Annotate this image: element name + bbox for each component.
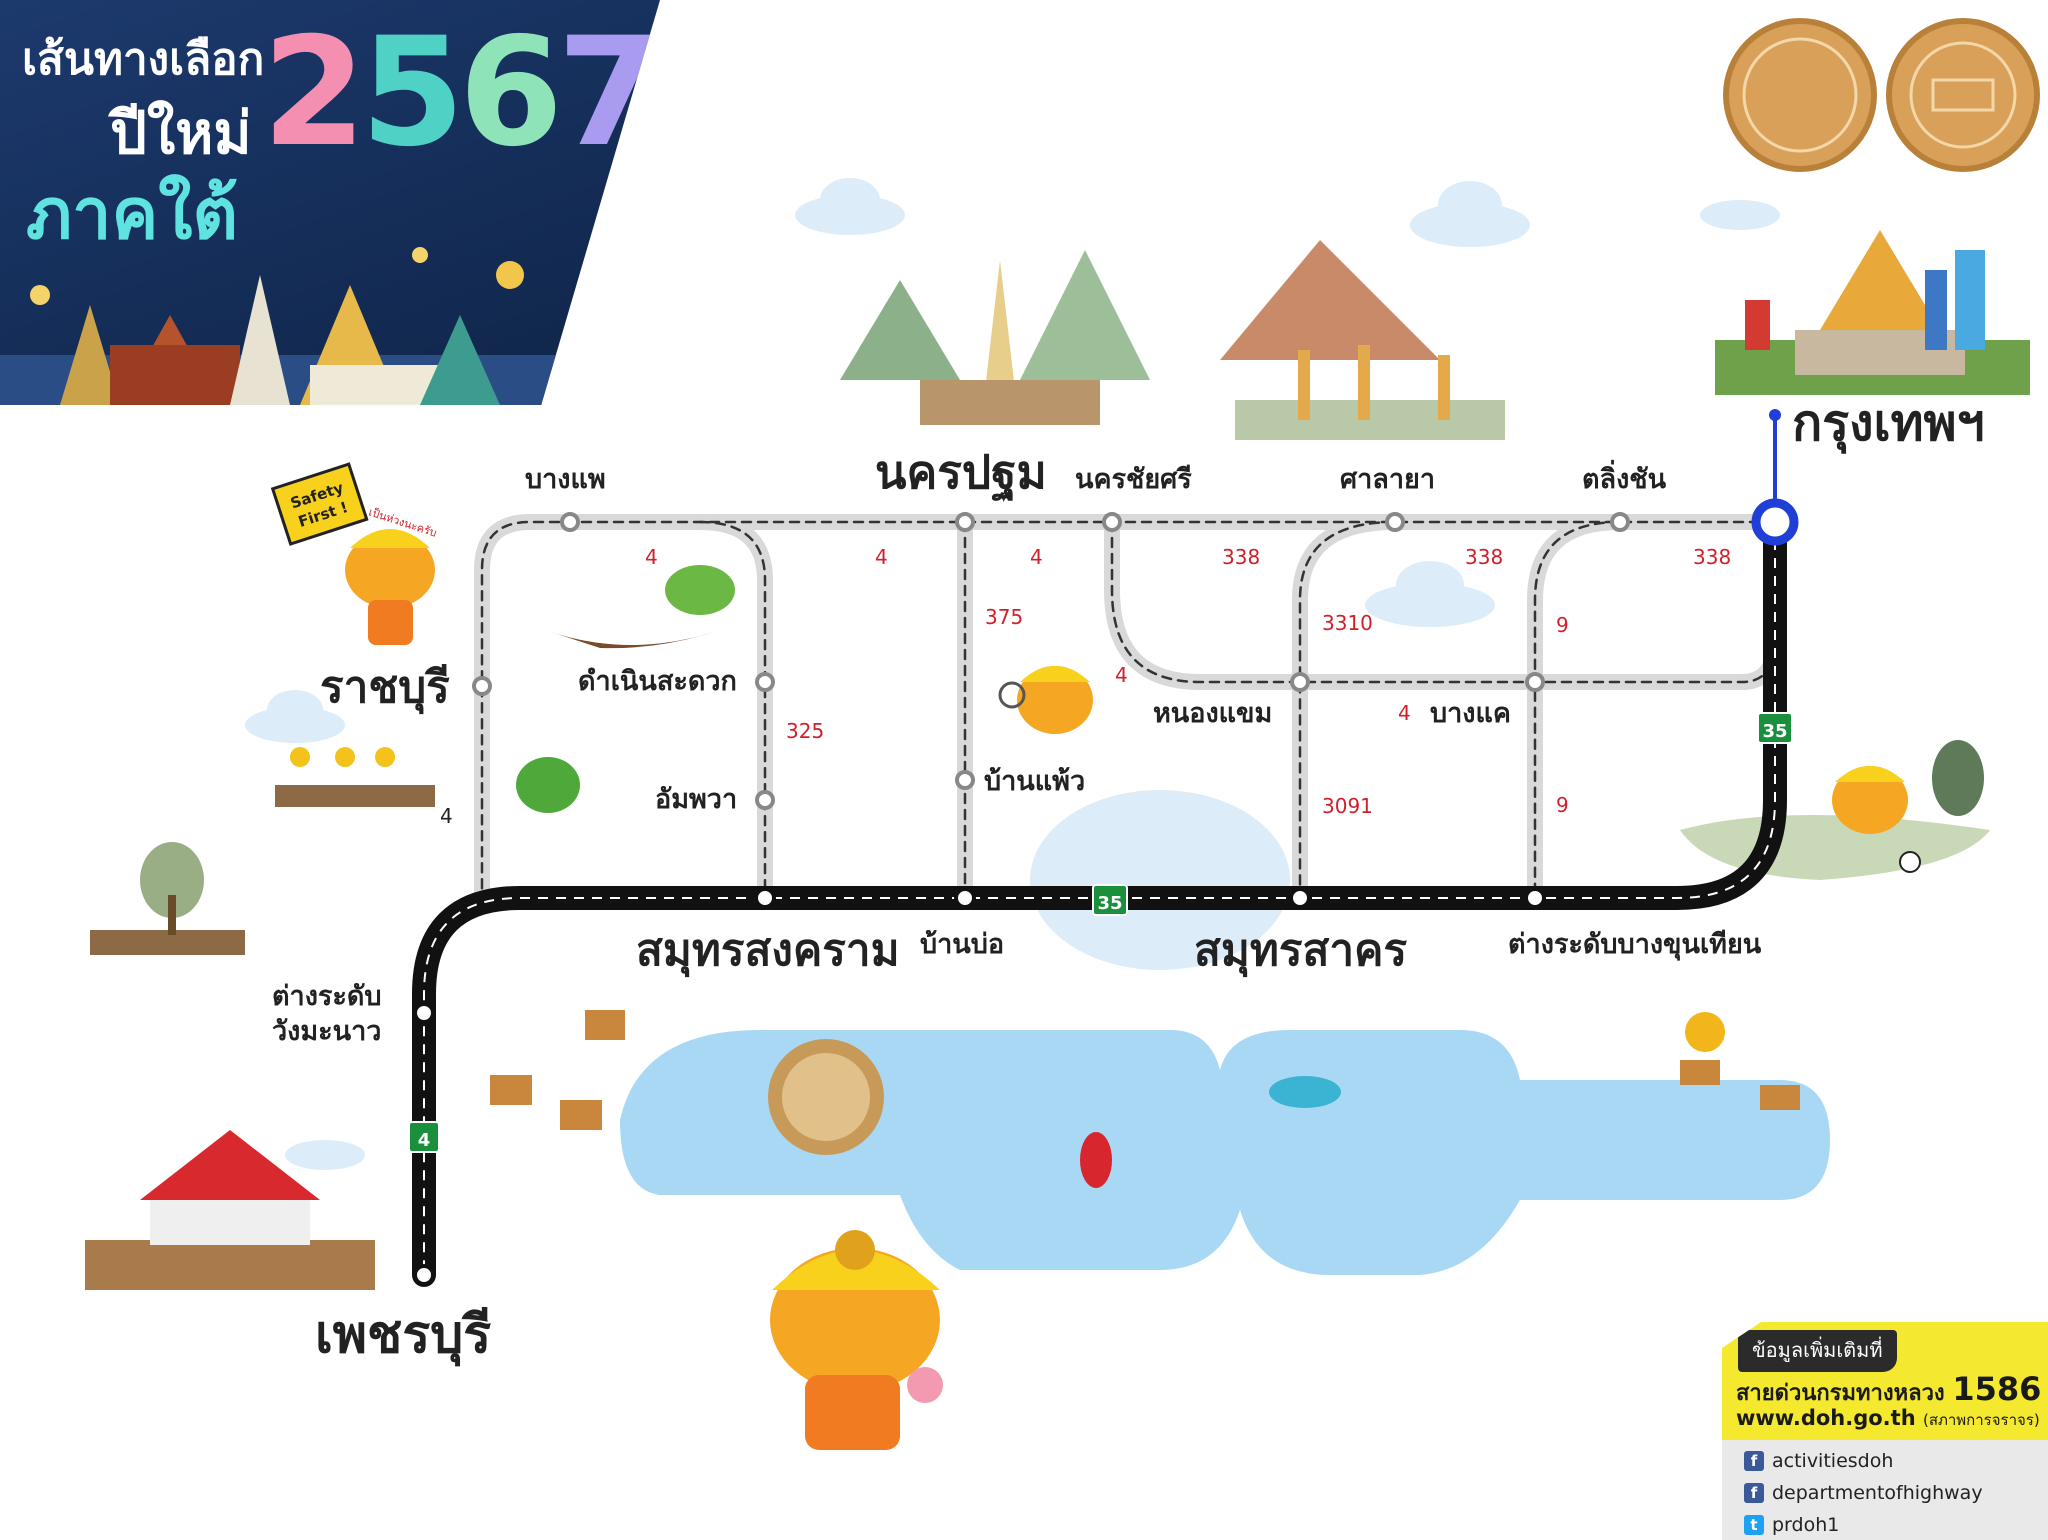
route-number: 325 (786, 719, 824, 743)
facebook-icon: f (1744, 1451, 1764, 1471)
banner-year: 2567 (262, 6, 660, 180)
sea-area (620, 1030, 1830, 1275)
junction-nodes (472, 512, 1630, 810)
website-url[interactable]: www.doh.go.th (1736, 1406, 1916, 1430)
route-number: 4 (875, 545, 888, 569)
cloud-decorations (245, 178, 1780, 1170)
elephant-mascot-football (1832, 766, 1921, 873)
place-label-ban-phaeo: บ้านแพ้ว (984, 766, 1085, 797)
place-label-wang-manao-line2: วังมะนาว (272, 1016, 381, 1047)
route-number: 375 (985, 605, 1023, 629)
route-number: 4 (1115, 663, 1128, 687)
stilt-houses-illustration (490, 1010, 1800, 1130)
sunflower-field-illustration (275, 747, 435, 807)
doh-emblem-right (1886, 18, 2040, 172)
elephant-mascot-pingpong (770, 1230, 943, 1450)
place-label-nakhon-chai-si: นครชัยศรี (1075, 464, 1192, 495)
route-number: 9 (1556, 793, 1569, 817)
route-number: 4 (1398, 701, 1411, 725)
tree-illustration (90, 842, 245, 955)
fish-basket-icon (768, 1039, 884, 1155)
route-number: 4 (645, 545, 658, 569)
squid-icon (1080, 1132, 1112, 1188)
mountain-palms-illustration (1220, 240, 1505, 440)
info-panel-header: ข้อมูลเพิ่มเติมที่ สายด่วนกรมทางหลวง 158… (1722, 1322, 2048, 1440)
year-digit: 5 (360, 6, 464, 180)
route-number: 338 (1222, 545, 1260, 569)
place-label-amphawa: อัมพวา (655, 784, 737, 815)
route-shield-35: 35 (1757, 712, 1793, 744)
social-twitter[interactable]: t prdoh1 (1744, 1514, 1839, 1536)
fish-icon (1269, 1076, 1341, 1108)
social-handle: departmentofhighway (1772, 1482, 1983, 1504)
place-label-bang-phae: บางแพ (525, 464, 606, 495)
year-digit: 2 (262, 6, 366, 180)
route-number: 3091 (1322, 794, 1373, 818)
mountain-pagoda-illustration (840, 250, 1150, 425)
elephant-mascot-badminton (998, 666, 1093, 734)
bangkok-skyline-illustration (1715, 230, 2030, 395)
place-label-bang-khae: บางแค (1430, 698, 1511, 729)
header-banner: เส้นทางเลือก ปีใหม่ ภาคใต้ 2567 (0, 0, 660, 405)
doh-emblem-left (1723, 18, 1877, 172)
facebook-icon: f (1744, 1483, 1764, 1503)
bangkok-node (1751, 498, 1799, 546)
main-route-nodes (413, 887, 1546, 1286)
place-label-salaya: ศาลายา (1340, 464, 1435, 495)
hotline-number: 1586 (1952, 1370, 2042, 1408)
route-shield-4: 4 (408, 1121, 440, 1153)
info-more-label: ข้อมูลเพิ่มเติมที่ (1738, 1330, 1897, 1372)
place-label-taling-chan: ตลิ่งชัน (1582, 459, 1667, 495)
route-number: 338 (1465, 545, 1503, 569)
bangkok-pin-dot (1769, 409, 1781, 421)
wat-phetchaburi-illustration (85, 1130, 375, 1290)
route-number: 4 (440, 804, 453, 828)
banner-line3: ภาคใต้ (26, 173, 238, 255)
city-label-bangkok: กรุงเทพฯ (1792, 394, 1985, 454)
floating-market-boat-icon (545, 565, 735, 649)
banner-line1: เส้นทางเลือก (22, 34, 265, 85)
mangrove-tree-icon (516, 757, 580, 813)
city-label-phetchaburi: เพชรบุรี (315, 1305, 491, 1367)
social-handle: prdoh1 (1772, 1514, 1840, 1536)
social-facebook-activities[interactable]: f activitiesdoh (1744, 1450, 1893, 1472)
place-label-ban-bo: บ้านบ่อ (920, 929, 1004, 960)
social-handle: activitiesdoh (1772, 1450, 1894, 1472)
shield-4-text: 4 (418, 1130, 431, 1151)
route-number: 4 (1030, 545, 1043, 569)
shield-35-text: 35 (1097, 893, 1122, 914)
route-number: 338 (1693, 545, 1731, 569)
twitter-icon: t (1744, 1515, 1764, 1535)
city-label-samut-songkhram: สมุทรสงคราม (636, 925, 900, 978)
social-facebook-department[interactable]: f departmentofhighway (1744, 1482, 1983, 1504)
city-label-ratchaburi: ราชบุรี (320, 662, 450, 715)
website-note: (สภาพการจราจร) (1922, 1411, 2040, 1429)
info-panel: ข้อมูลเพิ่มเติมที่ สายด่วนกรมทางหลวง 158… (1722, 1322, 2048, 1540)
city-label-nakhon-pathom: นครปฐม (875, 445, 1047, 502)
route-number: 9 (1556, 613, 1569, 637)
place-label-wang-manao-line1: ต่างระดับ (272, 981, 382, 1012)
info-panel-social: f activitiesdoh f departmentofhighway t … (1722, 1440, 2048, 1540)
city-label-samut-sakhon: สมุทรสาคร (1194, 925, 1407, 978)
year-digit: 6 (458, 6, 563, 180)
website[interactable]: www.doh.go.th (สภาพการจราจร) (1736, 1406, 2040, 1432)
banner-line2: ปีใหม่ (110, 99, 252, 167)
place-label-nong-khaem: หนองแขม (1153, 698, 1272, 729)
shield-35-text: 35 (1762, 721, 1787, 742)
place-label-damnoen-saduak: ดำเนินสะดวก (578, 666, 737, 697)
hotline: สายด่วนกรมทางหลวง 1586 (1736, 1370, 2041, 1410)
route-number: 3310 (1322, 611, 1373, 635)
route-shield-35: 35 (1092, 884, 1128, 916)
elephant-mascot-safety-sign: Safety First ! เป็นห่วงนะครับ (270, 462, 439, 645)
place-label-bang-khun-thian: ต่างระดับบางขุนเทียน (1508, 929, 1762, 961)
hotline-text: สายด่วนกรมทางหลวง (1736, 1381, 1945, 1406)
